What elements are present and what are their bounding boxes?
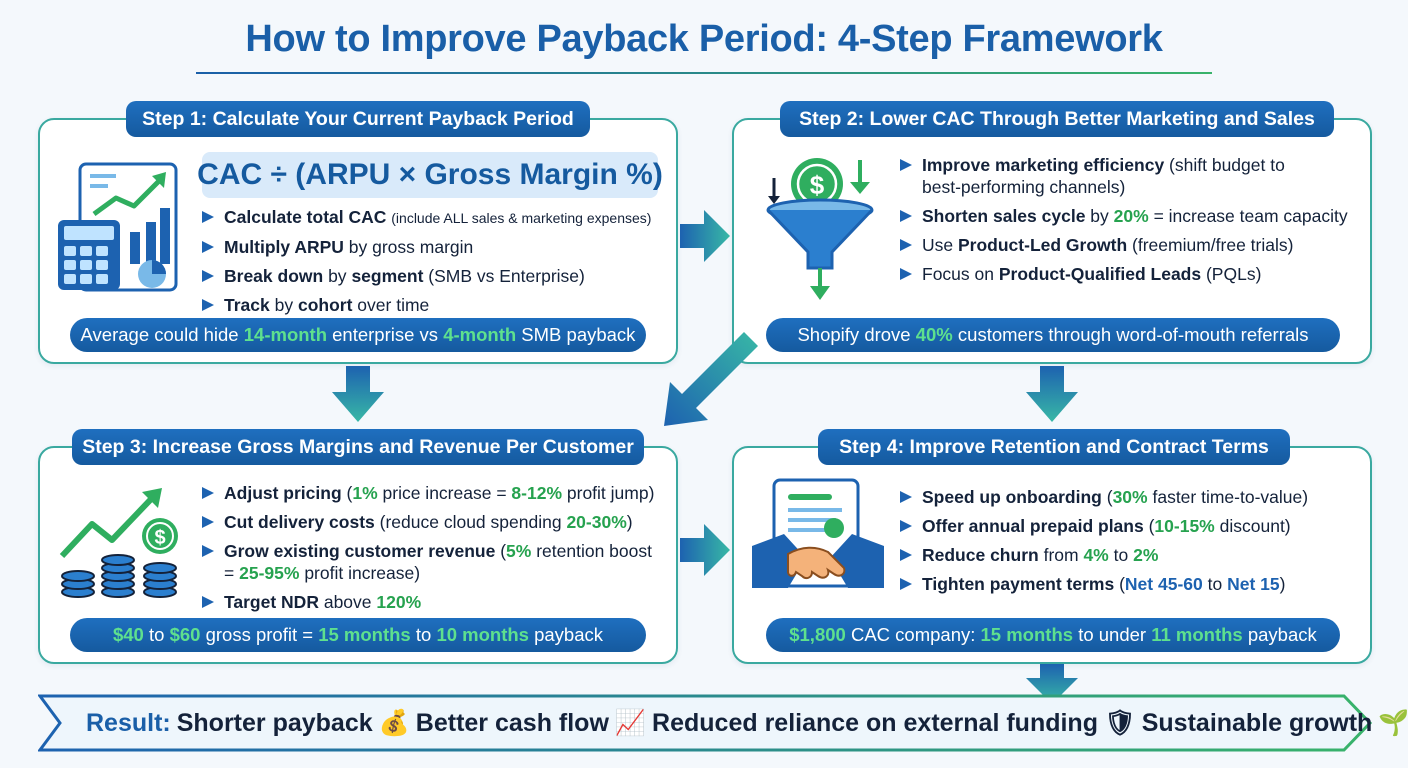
- step3-heading: Step 3: Increase Gross Margins and Reven…: [72, 429, 644, 465]
- list-item: Reduce churn from 4% to 2%: [898, 544, 1368, 566]
- step2-insight: Shopify drove 40% customers through word…: [766, 318, 1340, 352]
- step4-insight: $1,800 CAC company: 15 months to under 1…: [766, 618, 1340, 652]
- svg-text:$: $: [810, 170, 825, 200]
- handshake-contract-icon: [752, 478, 884, 588]
- step4-heading: Step 4: Improve Retention and Contract T…: [818, 429, 1290, 465]
- step1-bullets: Calculate total CAC (include ALL sales &…: [200, 206, 670, 323]
- arrow-step2-down: [1026, 366, 1078, 422]
- step3-insight: $40 to $60 gross profit = 15 months to 1…: [70, 618, 646, 652]
- list-item: Tighten payment terms (Net 45-60 to Net …: [898, 573, 1368, 595]
- step3-bullets: Adjust pricing (1% price increase = 8-12…: [200, 482, 670, 620]
- step2-bullets: Improve marketing efficiency (shift budg…: [898, 154, 1368, 292]
- payback-formula: CAC ÷ (ARPU × Gross Margin %): [197, 152, 663, 198]
- step1-insight: Average could hide 14-month enterprise v…: [70, 318, 646, 352]
- arrow-step4-to-result: [1026, 664, 1078, 704]
- arrow-step1-to-step2: [680, 210, 730, 262]
- list-item: Speed up onboarding (30% faster time-to-…: [898, 486, 1368, 508]
- chart-up-icon: 📈: [614, 708, 647, 737]
- list-item: Focus on Product-Qualified Leads (PQLs): [898, 263, 1368, 285]
- list-item: Break down by segment (SMB vs Enterprise…: [200, 265, 670, 287]
- list-item: Calculate total CAC (include ALL sales &…: [200, 206, 670, 229]
- result-banner: [38, 694, 1372, 752]
- calculator-chart-icon: [58, 162, 178, 292]
- result-text: Result: Shorter payback 💰 Better cash fl…: [86, 708, 1408, 737]
- arrow-step3-to-step4: [680, 524, 730, 576]
- step1-heading: Step 1: Calculate Your Current Payback P…: [126, 101, 590, 137]
- arrow-step1-down: [332, 366, 384, 422]
- list-item: Offer annual prepaid plans (10-15% disco…: [898, 515, 1368, 537]
- list-item: Multiply ARPU by gross margin: [200, 236, 670, 258]
- list-item: Cut delivery costs (reduce cloud spendin…: [200, 511, 670, 533]
- list-item: Improve marketing efficiency (shift budg…: [898, 154, 1368, 198]
- page-title: How to Improve Payback Period: 4-Step Fr…: [245, 18, 1163, 60]
- step4-bullets: Speed up onboarding (30% faster time-to-…: [898, 486, 1368, 602]
- growth-coins-icon: $: [59, 488, 178, 598]
- list-item: Adjust pricing (1% price increase = 8-12…: [200, 482, 670, 504]
- list-item: Target NDR above 120%: [200, 591, 670, 613]
- list-item: Shorten sales cycle by 20% = increase te…: [898, 205, 1368, 227]
- title-underline: [196, 72, 1212, 74]
- money-bag-icon: 💰: [378, 708, 410, 737]
- step2-heading: Step 2: Lower CAC Through Better Marketi…: [780, 101, 1334, 137]
- shield-icon: 🛡: [1103, 708, 1136, 737]
- arrow-step2-to-step3: [664, 332, 758, 426]
- svg-text:$: $: [154, 527, 165, 549]
- list-item: Use Product-Led Growth (freemium/free tr…: [898, 234, 1368, 256]
- list-item: Grow existing customer revenue (5% reten…: [200, 540, 670, 584]
- list-item: Track by cohort over time: [200, 294, 670, 316]
- funnel-dollar-icon: $: [766, 158, 874, 300]
- seedling-icon: 🌱: [1378, 708, 1408, 737]
